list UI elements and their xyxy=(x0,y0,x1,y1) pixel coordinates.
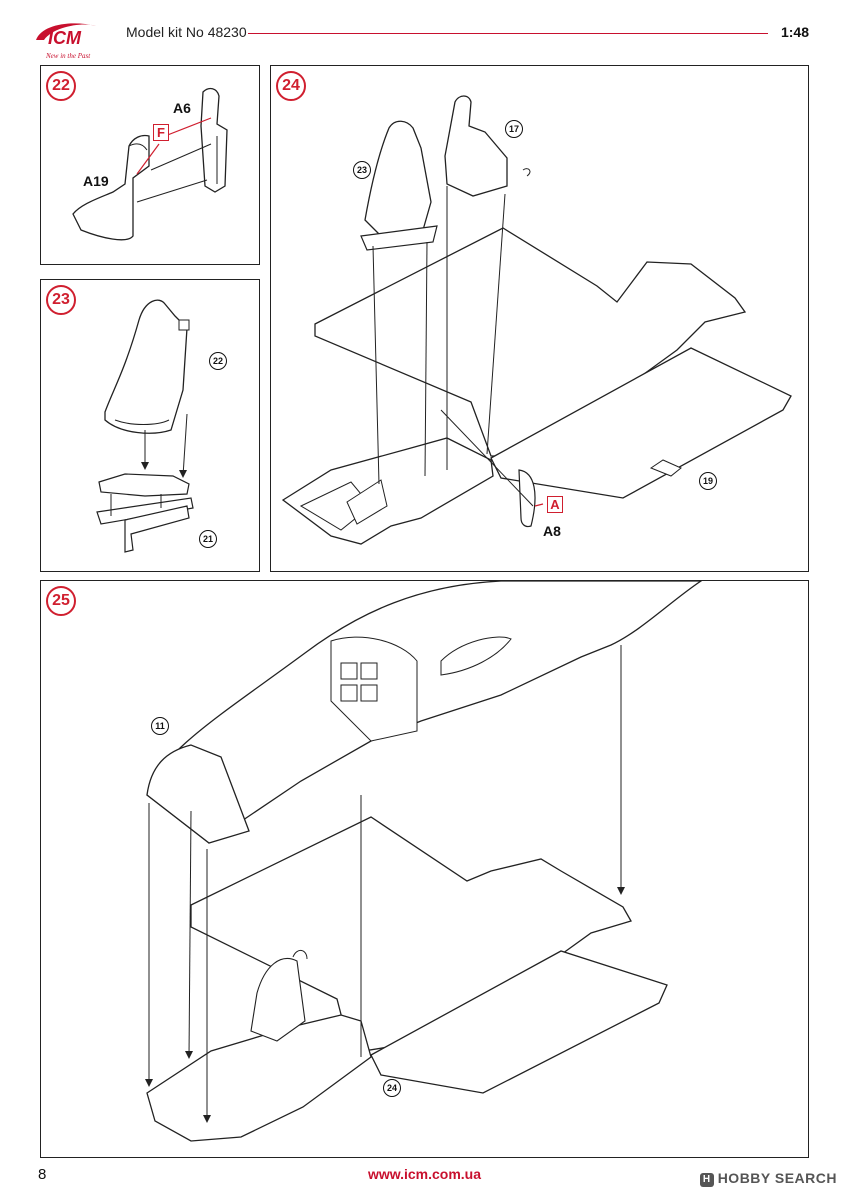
paint-ref-f: F xyxy=(153,124,169,141)
scale-label: 1:48 xyxy=(780,24,809,40)
part-label-a6: A6 xyxy=(173,100,191,116)
ref-part-19: 19 xyxy=(699,472,717,490)
header-divider xyxy=(248,33,768,34)
ref-part-23: 23 xyxy=(353,161,371,179)
step-number-25: 25 xyxy=(46,586,76,616)
paint-ref-a: A xyxy=(547,496,563,513)
part-label-a19: A19 xyxy=(83,173,109,189)
ref-part-21: 21 xyxy=(199,530,217,548)
ref-part-17: 17 xyxy=(505,120,523,138)
footer-url-link[interactable]: www.icm.com.ua xyxy=(367,1166,482,1182)
step-number-22: 22 xyxy=(46,71,76,101)
step-25-panel: 25 11 24 xyxy=(40,580,809,1158)
model-title: Model kit No 48230 xyxy=(126,24,247,40)
step-number-24: 24 xyxy=(276,71,306,101)
part-label-a8: A8 xyxy=(543,523,561,539)
step-24-panel: 24 23 17 19 A A8 xyxy=(270,65,809,572)
step-24-drawing xyxy=(281,95,792,545)
watermark-text: HOBBY SEARCH xyxy=(717,1170,837,1186)
step-23-drawing xyxy=(96,299,194,553)
ref-part-24: 24 xyxy=(383,1079,401,1097)
ref-part-22: 22 xyxy=(209,352,227,370)
svg-text:New in the Past: New in the Past xyxy=(45,52,91,60)
page-number: 8 xyxy=(38,1166,47,1183)
page-header: ICM New in the Past Model kit No 48230 1… xyxy=(0,0,849,60)
icm-logo: ICM New in the Past xyxy=(32,18,118,62)
step-25-drawing xyxy=(145,581,703,1142)
step-number-23: 23 xyxy=(46,285,76,315)
step-23-panel: 23 22 21 xyxy=(40,279,260,572)
step-22-panel: 22 A6 A19 F xyxy=(40,65,260,265)
svg-text:ICM: ICM xyxy=(48,28,82,48)
watermark-icon: H xyxy=(699,1173,714,1187)
step-22-drawing xyxy=(72,87,228,241)
ref-part-11: 11 xyxy=(151,717,169,735)
